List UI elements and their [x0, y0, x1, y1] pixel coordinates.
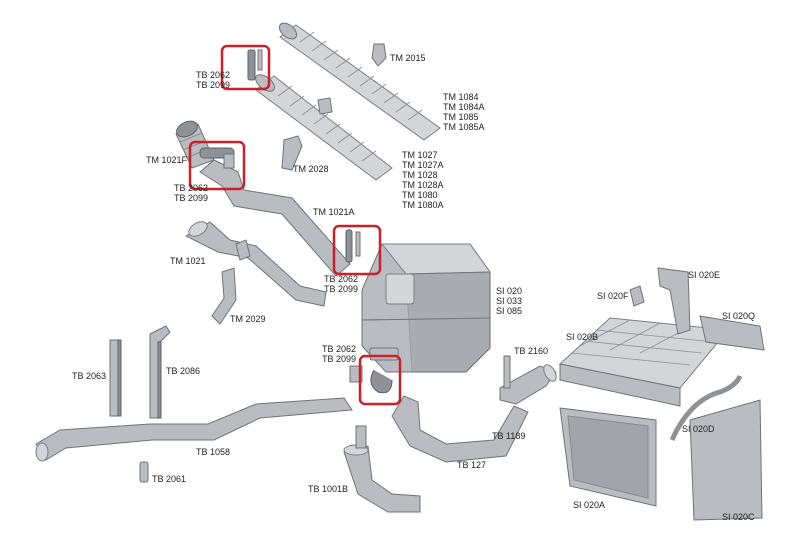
- pipe-tm1021: [184, 221, 327, 307]
- bracket-tb1001b: [355, 425, 367, 449]
- bracket-si020f: [629, 285, 645, 307]
- clamp-tb2062-right: [345, 229, 361, 263]
- highlight-box-right: [332, 224, 382, 276]
- bracket-tb2086: [149, 325, 171, 419]
- label-si020c: SI 020C: [722, 512, 755, 522]
- label-tb2086: TB 2086: [166, 366, 201, 376]
- side-shield-si020c: [689, 399, 763, 521]
- heat-shield-si020b: [558, 317, 729, 407]
- bracket-tm2015: [371, 43, 387, 67]
- label-tb127: TB 127: [457, 460, 487, 470]
- label-si020f: SI 020F: [597, 291, 629, 301]
- bracket-pipe-mount: [317, 97, 333, 115]
- label-tm2028: TM 2028: [293, 164, 329, 174]
- label-si020q: SI 020Q: [722, 311, 756, 321]
- bracket-si020e: [657, 267, 691, 335]
- pipe-tb1058: [35, 397, 353, 461]
- pipe-tb1001b: [343, 445, 421, 513]
- label-si020e: SI 020E: [688, 270, 721, 280]
- muffler-si020: [361, 243, 491, 373]
- label-si020d: SI 020D: [682, 424, 715, 434]
- label-si020a: SI 020A: [573, 500, 606, 510]
- bracket-pipe-tm1021: [235, 239, 251, 261]
- label-tb1189: TB 1189: [492, 431, 526, 441]
- pipe-tb1189: [499, 365, 557, 405]
- label-tm1021f: TM 1021F: [146, 155, 188, 165]
- part-tb2061: [139, 461, 149, 483]
- pipe-tb127: [391, 395, 529, 463]
- highlight-box-top: [220, 44, 271, 91]
- bracket-tm2029: [211, 267, 237, 325]
- label-tb2063: TB 2063: [72, 371, 107, 381]
- label-tb1058: TB 1058: [196, 447, 231, 457]
- label-tm1021: TM 1021: [170, 256, 206, 266]
- heat-shield-si020a: [559, 407, 657, 507]
- bracket-si020q: [699, 315, 765, 351]
- bracket-tm2028: [281, 135, 303, 171]
- highlight-box-mid: [188, 140, 246, 191]
- label-tm2015: TM 2015: [390, 53, 426, 63]
- pipe-tm1021a: [199, 159, 351, 277]
- bracket-tb2160: [503, 355, 511, 389]
- label-tb1001b: TB 1001B: [308, 484, 349, 494]
- highlight-box-low: [358, 354, 402, 406]
- bracket-tb2063: [109, 339, 122, 417]
- label-tm1021a: TM 1021A: [313, 207, 355, 217]
- clamp-tb2062-mid: [199, 147, 235, 169]
- label-tm2029: TM 2029: [230, 314, 266, 324]
- strap-si020d: [669, 374, 743, 442]
- label-tb2061: TB 2061: [152, 474, 187, 484]
- label-tb2160: TB 2160: [514, 346, 549, 356]
- corrugated-pipe-tm1084: [278, 22, 441, 141]
- label-si020b: SI 020B: [566, 332, 599, 342]
- clamp-tb2062-top: [247, 49, 263, 81]
